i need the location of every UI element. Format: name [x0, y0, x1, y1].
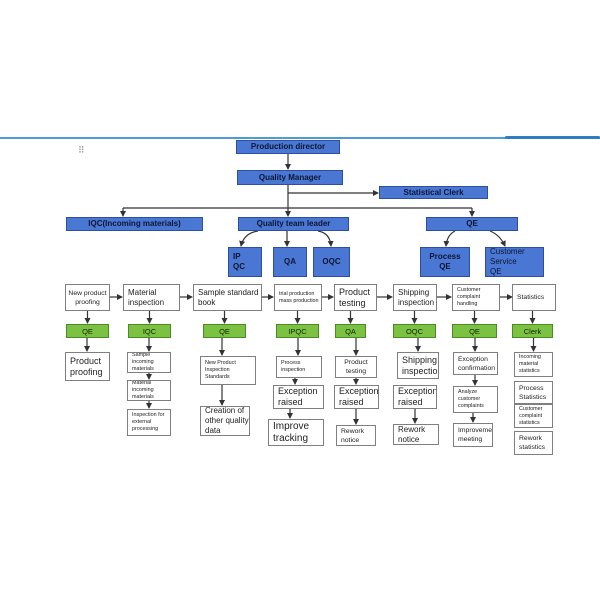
- role-badge: QE: [66, 324, 109, 338]
- process-qe-box: Process QE: [420, 247, 470, 277]
- top-divider-accent: [505, 136, 600, 139]
- task-box: Improve tracking: [268, 419, 324, 446]
- task-box: Analyze customer complaints: [453, 386, 498, 413]
- task-box: Inspection for external processing: [127, 409, 171, 436]
- ipqc-role-box: IP QC: [228, 247, 262, 277]
- stage-box: trial production mass production: [274, 284, 322, 311]
- drag-handle-icon[interactable]: ⠿: [78, 145, 86, 155]
- task-box: Creation of other quality data: [200, 406, 250, 436]
- role-badge: IPQC: [276, 324, 319, 338]
- task-box: Product testing: [335, 356, 377, 378]
- task-box: Incoming material statistics: [514, 352, 553, 377]
- stage-box: Shipping inspection: [393, 284, 437, 311]
- task-box: Shipping inspection: [397, 352, 439, 379]
- task-box: Rework notice: [336, 425, 376, 446]
- role-badge: QE: [452, 324, 497, 338]
- task-box: Exception raised: [334, 385, 379, 409]
- quality-manager-box: Quality Manager: [237, 170, 343, 185]
- stage-box: Material inspection: [123, 284, 180, 311]
- task-box: Process Statistics: [514, 381, 553, 404]
- task-box: Exception confirmation: [453, 352, 498, 375]
- oqc-role-box: OQC: [313, 247, 350, 277]
- stage-box: Sample standard book: [193, 284, 262, 311]
- customer-service-qe-box: Customer Service QE: [485, 247, 544, 277]
- task-box: Product proofing: [65, 352, 110, 381]
- stage-box: Product testing: [334, 284, 377, 311]
- production-director-box: Production director: [236, 140, 340, 154]
- stage-box: Statistics: [512, 284, 556, 311]
- task-box: Exception raised: [273, 385, 324, 409]
- stage-box: New product proofing: [65, 284, 110, 311]
- stage-box: Customer complaint handling: [452, 284, 500, 311]
- role-badge: Clerk: [512, 324, 553, 338]
- task-box: New Product Inspection Standards: [200, 356, 256, 385]
- role-badge: IQC: [128, 324, 171, 338]
- iqc-incoming-materials-box: IQC(Incoming materials): [66, 217, 203, 231]
- qa-role-box: QA: [273, 247, 307, 277]
- task-box: Sample incoming materials: [127, 352, 171, 373]
- task-box: Exception raised: [393, 385, 437, 409]
- quality-team-leader-box: Quality team leader: [238, 217, 349, 231]
- statistical-clerk-box: Statistical Clerk: [379, 186, 488, 199]
- role-badge: OQC: [393, 324, 436, 338]
- task-box: Rework statistics: [514, 431, 553, 455]
- role-badge: QA: [335, 324, 366, 338]
- top-divider-line: [0, 137, 600, 139]
- qe-top-box: QE: [426, 217, 518, 231]
- task-box: Improvement meeting: [453, 423, 493, 447]
- task-box: Material incoming materials: [127, 380, 171, 401]
- task-box: Rework notice: [393, 424, 439, 445]
- task-box: Process inspection: [276, 356, 322, 378]
- task-box: Customer complaint statistics: [514, 404, 553, 428]
- role-badge: QE: [203, 324, 246, 338]
